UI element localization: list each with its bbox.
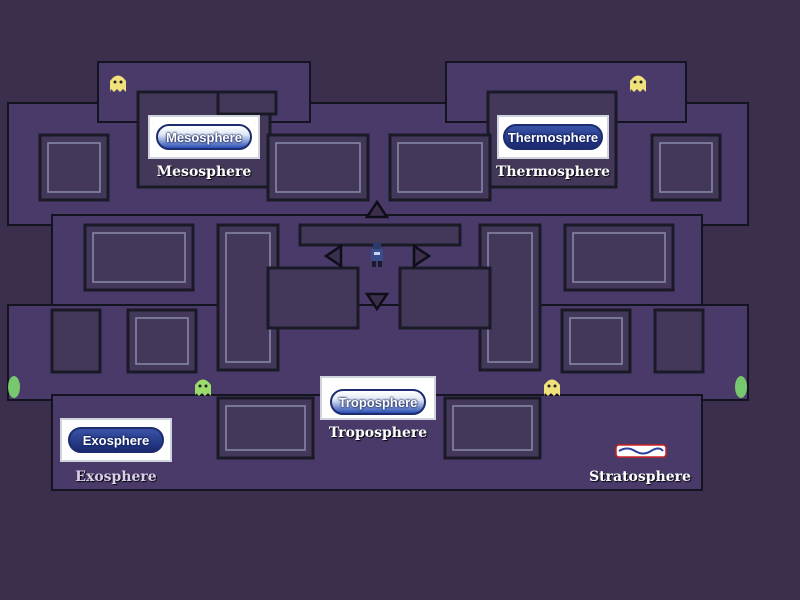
ghost-icon	[195, 379, 211, 396]
right-arrow-icon[interactable]	[412, 243, 432, 269]
troposphere-label: Troposphere	[328, 425, 428, 441]
stratosphere-label: Stratosphere	[589, 469, 691, 485]
troposphere-title: Troposphere	[330, 389, 426, 415]
stratosphere-logo-icon	[615, 443, 667, 459]
exosphere-title: Exosphere	[68, 427, 164, 453]
down-arrow-icon[interactable]	[364, 292, 390, 312]
thermosphere-card: Thermosphere	[497, 115, 609, 159]
player-character-icon	[371, 243, 383, 267]
up-arrow-icon[interactable]	[364, 199, 390, 219]
thermosphere-label: Thermosphere	[495, 164, 611, 180]
ghost-icon	[110, 75, 126, 92]
mesosphere-card: Mesosphere	[148, 115, 260, 159]
thermosphere-title: Thermosphere	[503, 124, 603, 150]
mesosphere-label: Mesosphere	[156, 164, 252, 180]
right-portal	[735, 376, 747, 398]
left-portal	[8, 376, 20, 398]
exosphere-label: Exosphere	[75, 469, 157, 485]
ghost-icon	[544, 379, 560, 396]
ghost-icon	[630, 75, 646, 92]
troposphere-card: Troposphere	[320, 376, 436, 420]
exosphere-card: Exosphere	[60, 418, 172, 462]
mesosphere-title: Mesosphere	[156, 124, 252, 150]
left-arrow-icon[interactable]	[323, 243, 343, 269]
